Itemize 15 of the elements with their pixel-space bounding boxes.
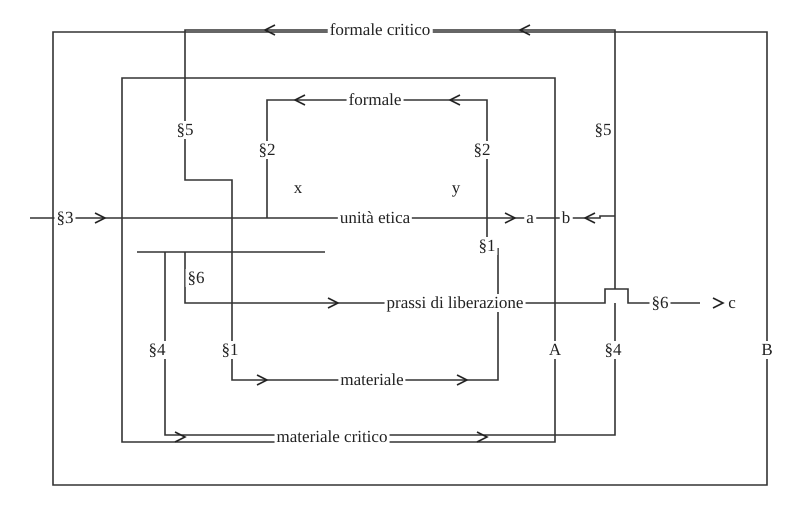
line-label: §2 [472,141,492,159]
line-label: prassi di liberazione [384,294,526,312]
line-label: materiale critico [274,428,390,446]
line-label: §4 [602,341,624,359]
line-label: §6 [650,294,670,312]
line-label: A [546,341,564,359]
line-label: §2 [256,141,278,159]
line-label: §1 [476,237,498,255]
line-label: §6 [186,269,206,287]
line-label: §4 [146,341,168,359]
line-label: §5 [592,121,614,139]
line-label: B [759,341,775,359]
line-label: §3 [54,209,76,227]
line-label: §1 [220,341,240,359]
line-label: §5 [174,121,196,139]
